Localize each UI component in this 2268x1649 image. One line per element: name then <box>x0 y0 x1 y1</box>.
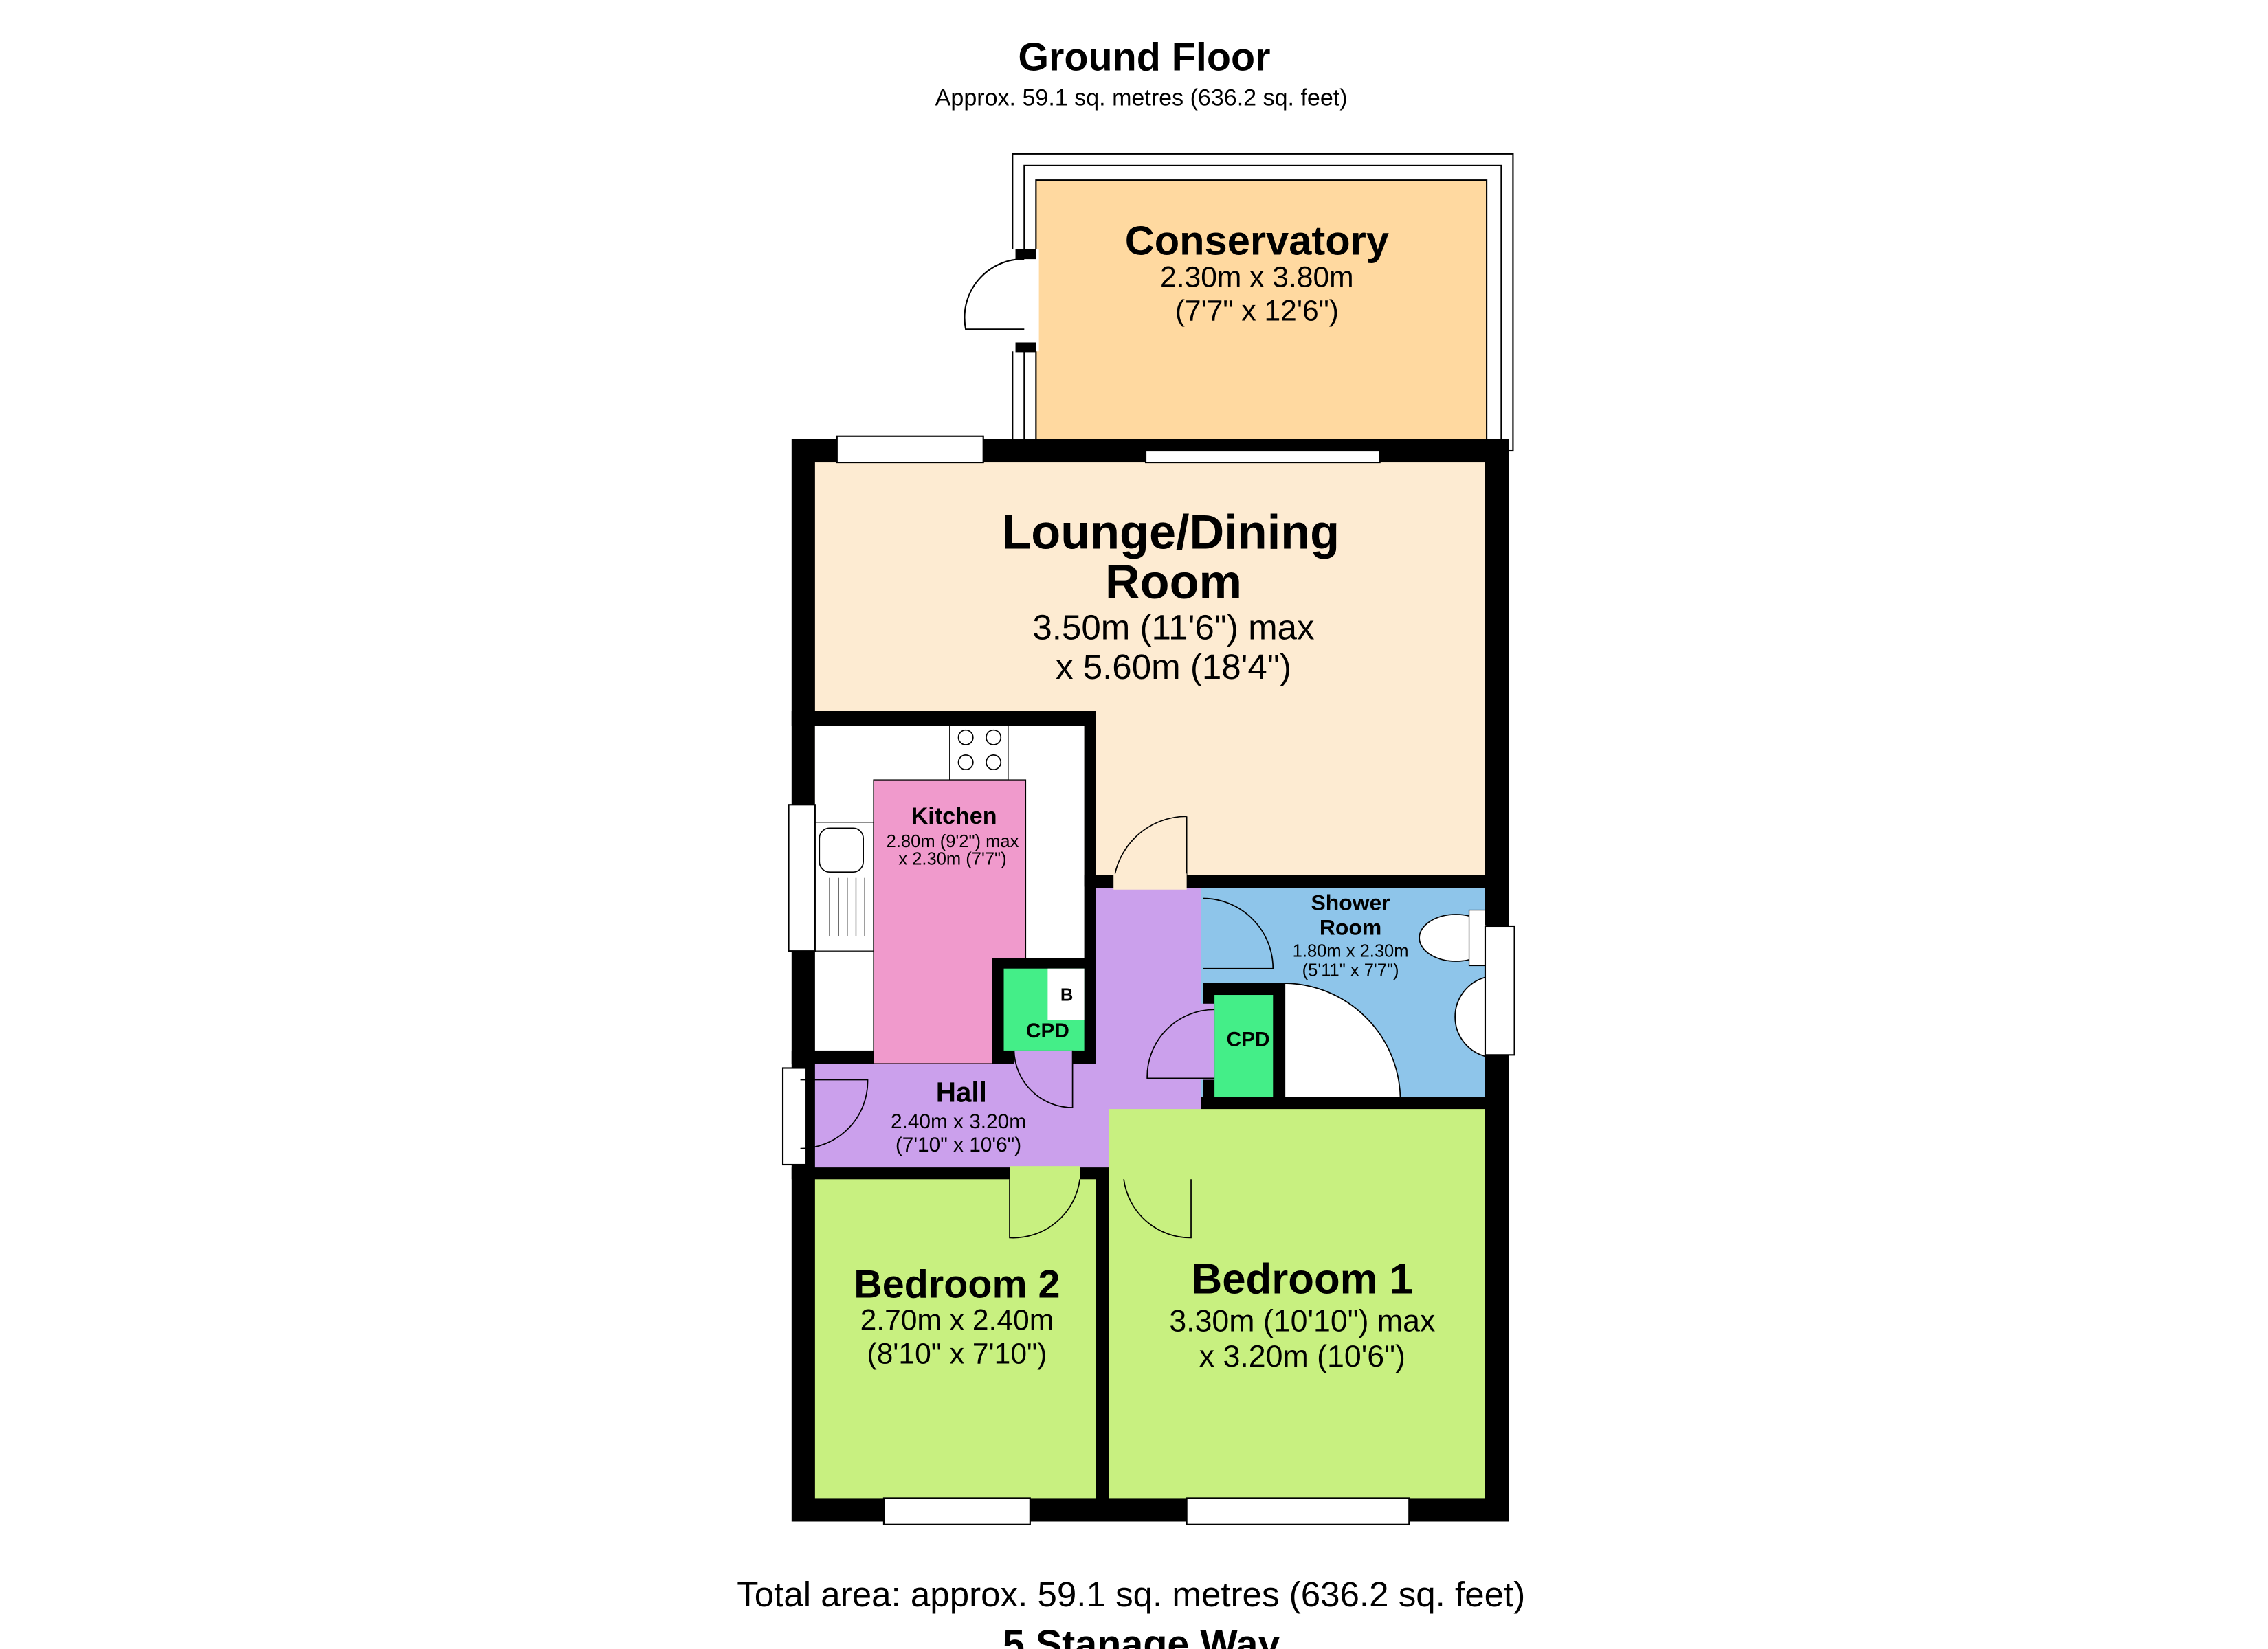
cupboard-right: CPD <box>1146 983 1285 1110</box>
svg-text:(5'11" x 7'7"): (5'11" x 7'7") <box>1302 961 1399 980</box>
floor-area: Approx. 59.1 sq. metres (636.2 sq. feet) <box>935 85 1348 111</box>
svg-text:3.50m (11'6") max: 3.50m (11'6") max <box>1032 608 1314 647</box>
front-door <box>800 1079 869 1149</box>
svg-text:3.30m (10'10") max: 3.30m (10'10") max <box>1169 1305 1435 1338</box>
svg-text:(7'10" x 10'6"): (7'10" x 10'6") <box>896 1134 1021 1156</box>
svg-text:Hall: Hall <box>936 1076 987 1108</box>
sink-icon <box>819 827 864 873</box>
kitchen: Kitchen 2.80m (9'2") max x 2.30m (7'7") <box>788 725 1085 1064</box>
svg-text:2.30m x 3.80m: 2.30m x 3.80m <box>1160 261 1354 294</box>
svg-text:2.80m (9'2") max: 2.80m (9'2") max <box>887 832 1019 851</box>
svg-text:1.80m x 2.30m: 1.80m x 2.30m <box>1293 942 1409 961</box>
hob-icon <box>957 729 1002 771</box>
svg-text:Lounge/Dining: Lounge/Dining <box>1001 505 1339 559</box>
bedroom-1: Bedroom 1 3.30m (10'10") max x 3.20m (10… <box>1109 1109 1485 1525</box>
lounge-dining-room: Lounge/Dining Room 3.50m (11'6") max x 5… <box>814 435 1485 875</box>
cupboard-left: B CPD <box>992 958 1096 1108</box>
conservatory: Conservatory 2.30m x 3.80m (7'7" x 12'6"… <box>964 153 1514 452</box>
svg-text:Room: Room <box>1320 915 1381 940</box>
svg-text:x 3.20m (10'6"): x 3.20m (10'6") <box>1199 1340 1405 1373</box>
total-area: Total area: approx. 59.1 sq. metres (636… <box>737 1575 1525 1614</box>
svg-text:x 5.60m (18'4"): x 5.60m (18'4") <box>1056 647 1291 686</box>
svg-text:Bedroom 2: Bedroom 2 <box>854 1263 1060 1307</box>
svg-text:Room: Room <box>1105 554 1242 609</box>
lounge-door <box>1113 816 1187 884</box>
floor-title: Ground Floor <box>1018 35 1270 79</box>
svg-text:Conservatory: Conservatory <box>1125 218 1389 264</box>
svg-text:Kitchen: Kitchen <box>911 803 997 829</box>
basin-icon <box>1454 976 1486 1057</box>
svg-text:CPD: CPD <box>1227 1029 1270 1051</box>
svg-text:Shower: Shower <box>1311 890 1390 915</box>
bedroom-2: Bedroom 2 2.70m x 2.40m (8'10" x 7'10") <box>814 1166 1096 1525</box>
conservatory-door <box>964 258 1025 330</box>
svg-text:2.70m x 2.40m: 2.70m x 2.40m <box>860 1304 1054 1337</box>
property-address: 5 Stanage Way <box>1003 1622 1280 1649</box>
shower-tray-icon <box>1284 983 1401 1098</box>
svg-text:(7'7" x 12'6"): (7'7" x 12'6") <box>1175 295 1339 328</box>
svg-text:x 2.30m (7'7"): x 2.30m (7'7") <box>898 850 1006 869</box>
boiler-label: B <box>1060 986 1073 1005</box>
svg-text:(8'10" x 7'10"): (8'10" x 7'10") <box>867 1338 1047 1371</box>
svg-text:CPD: CPD <box>1026 1020 1069 1042</box>
svg-text:Bedroom 1: Bedroom 1 <box>1192 1255 1413 1303</box>
svg-text:2.40m x 3.20m: 2.40m x 3.20m <box>891 1110 1026 1133</box>
